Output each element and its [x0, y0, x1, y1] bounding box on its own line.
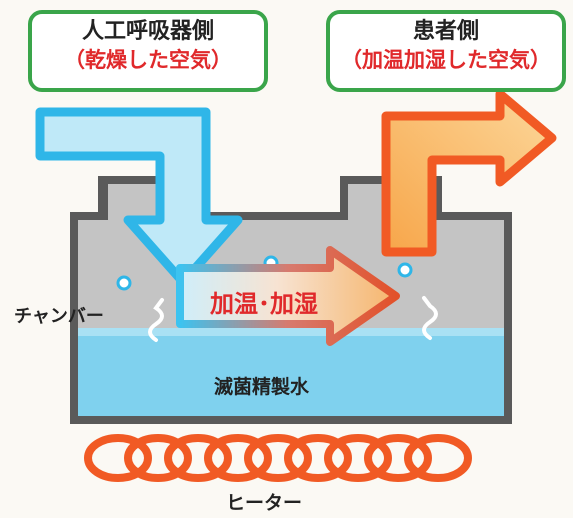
patient-side-title: 患者側 — [412, 19, 479, 44]
ventilator-side-subtitle: （乾燥した空気） — [64, 48, 232, 72]
heater-label: ヒーター — [226, 492, 303, 514]
patient-side-subtitle: （加温加湿した空気） — [341, 48, 551, 72]
ventilator-side-box: 人工呼吸器側 （乾燥した空気） — [28, 10, 268, 92]
ventilator-side-title: 人工呼吸器側 — [81, 19, 214, 44]
vapor-squiggles — [148, 296, 438, 342]
water-label: 滅菌精製水 — [214, 376, 310, 398]
heat-humidify-label: 加温･加湿 — [210, 290, 318, 318]
heat-humidify-arrow — [176, 246, 400, 346]
sterile-water — [78, 328, 504, 416]
patient-side-box: 患者側 （加温加湿した空気） — [326, 10, 566, 92]
heater-coil — [84, 434, 472, 482]
chamber-label: チャンバー — [14, 306, 104, 327]
humid-air-arrow — [381, 89, 557, 257]
dry-air-arrow — [35, 107, 243, 287]
